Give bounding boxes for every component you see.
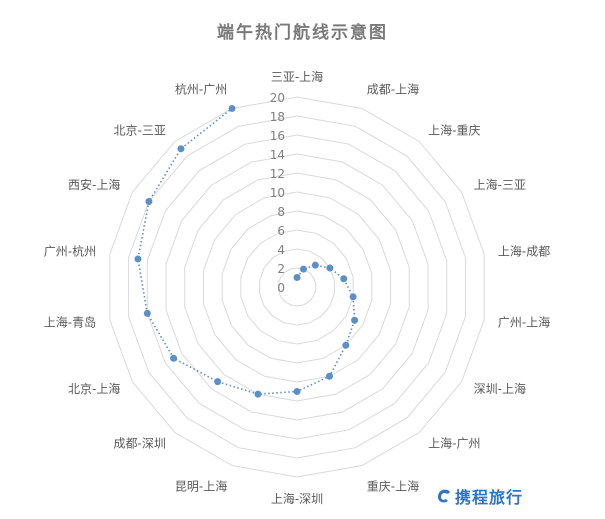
data-point [170, 354, 178, 362]
category-label: 昆明-上海 [175, 479, 227, 494]
chart-title: 端午热门航线示意图 [217, 23, 388, 43]
grid-ring [277, 267, 317, 307]
category-label: 上海-深圳 [271, 491, 323, 506]
category-label: 北京-三亚 [114, 124, 166, 138]
radial-tick-label: 6 [277, 224, 285, 238]
category-label: 三亚-上海 [271, 69, 323, 84]
logo-text: 携程旅行 [455, 488, 524, 507]
ctrip-logo: 携程旅行 [436, 484, 523, 508]
category-label: 上海-广州 [428, 435, 480, 450]
grid-ring [165, 153, 429, 421]
data-point [228, 104, 236, 112]
category-label: 广州-上海 [498, 314, 550, 329]
category-label: 西安-上海 [68, 177, 120, 192]
radial-tick-label: 10 [270, 186, 285, 200]
grid-ring [221, 210, 373, 364]
category-label: 杭州-广州 [175, 81, 227, 96]
category-label: 北京-上海 [68, 381, 120, 396]
grid-ring [109, 96, 485, 478]
radial-tick-label: 0 [277, 281, 285, 295]
radial-tick-label: 4 [277, 243, 285, 257]
series-line [137, 107, 356, 395]
data-point [349, 293, 357, 301]
data-point [351, 316, 359, 324]
data-point [342, 341, 350, 349]
category-label: 上海-三亚 [474, 177, 526, 192]
data-point [311, 261, 319, 269]
grid-ring [202, 191, 392, 383]
data-point [254, 390, 262, 398]
data-point [340, 275, 348, 283]
data-point [326, 264, 334, 272]
data-point [293, 388, 301, 395]
category-label: 上海-青岛 [44, 314, 96, 329]
grid-ring [184, 172, 410, 402]
data-point [177, 145, 185, 153]
data-point [143, 309, 151, 317]
data-point [299, 265, 307, 273]
category-label: 上海-成都 [498, 244, 550, 259]
grid-ring [259, 248, 335, 326]
grid-ring [240, 229, 354, 345]
data-point [293, 274, 301, 281]
radial-tick-label: 20 [270, 91, 285, 105]
ctrip-logo-icon [438, 489, 450, 503]
grid-ring [146, 134, 448, 440]
radial-tick-label: 12 [270, 167, 285, 181]
data-point [214, 378, 222, 386]
data-point [134, 255, 142, 263]
category-label: 深圳-上海 [474, 381, 526, 396]
radial-tick-label: 18 [270, 110, 285, 124]
grid-ring [128, 115, 466, 459]
radial-tick-label: 16 [270, 129, 285, 143]
radial-tick-label: 14 [270, 148, 285, 162]
category-label: 成都-深圳 [114, 436, 166, 450]
radial-tick-label: 2 [277, 262, 285, 276]
category-label: 成都-上海 [367, 81, 419, 96]
data-point [145, 198, 153, 205]
category-label: 重庆-上海 [367, 479, 419, 494]
category-label: 上海-重庆 [428, 123, 480, 138]
category-label: 广州-杭州 [44, 244, 96, 259]
data-point [325, 372, 333, 380]
radial-tick-label: 8 [277, 205, 285, 219]
